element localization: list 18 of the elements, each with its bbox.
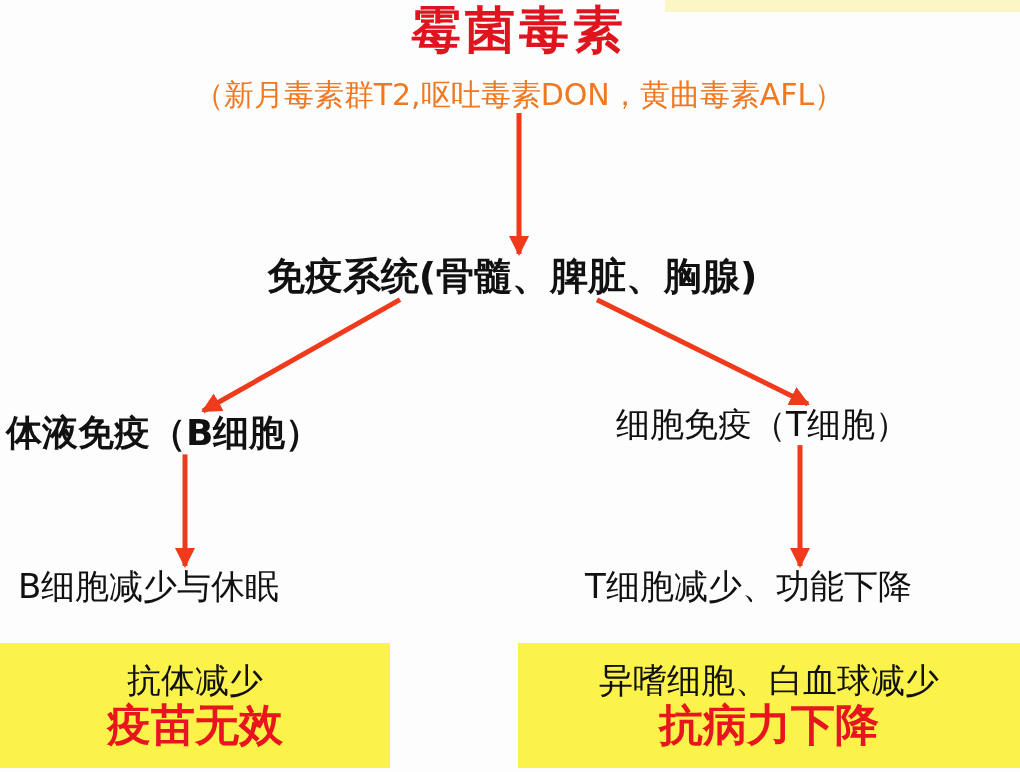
effect-label: T细胞减少、功能下降 [585,567,912,607]
arrow [201,297,402,414]
arrow [175,454,195,568]
result-text: 异嗜细胞、白血球减少 [599,660,939,700]
title: 霉菌毒素 [410,2,628,60]
result-box [518,643,1020,768]
arrow [509,113,529,256]
branch-label: 细胞免疫（T细胞） [616,405,909,445]
result-heading: 抗病力下降 [659,699,879,751]
arrow [595,297,810,407]
subtitle: （新月毒素群T2,呕吐毒素DON，黄曲毒素AFL） [193,77,845,112]
result-text: 抗体减少 [127,660,263,700]
effect-label: B细胞减少与休眠 [18,567,280,607]
arrow [790,445,810,568]
result-box [0,643,390,768]
result-heading: 疫苗无效 [107,699,283,751]
system-label: 免疫系统(骨髓、脾脏、胸腺) [266,255,758,299]
branch-label: 体液免疫（B细胞） [6,412,322,454]
